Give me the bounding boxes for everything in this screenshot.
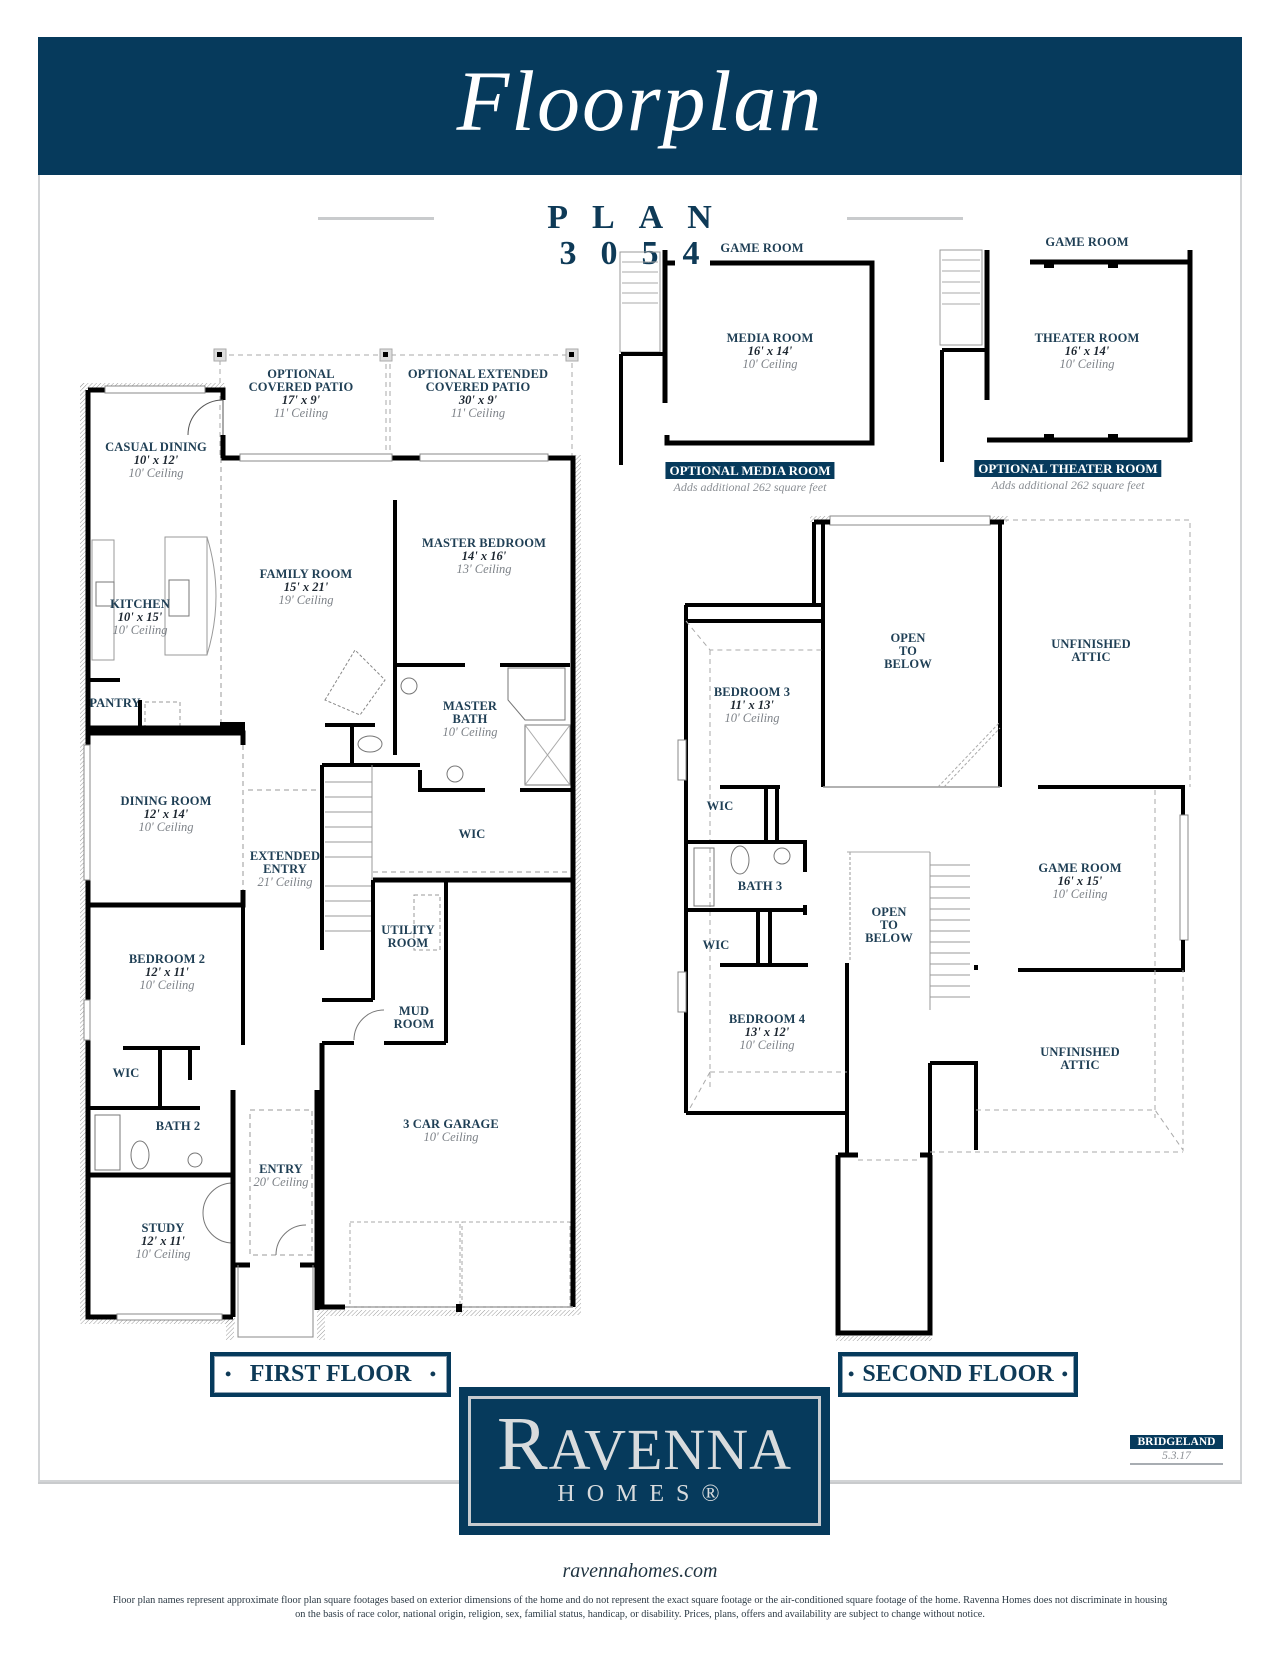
website-link[interactable]: ravennahomes.com [562,1560,718,1582]
room-master-bath: MASTER BATH 10' Ceiling [442,699,498,740]
room-master-bedroom: MASTER BEDROOM 14' x 16' 13' Ceiling [422,536,546,577]
media-game-room-label: GAME ROOM [720,241,804,255]
logo-brand: RAVENNA [496,1402,793,1486]
room-bedroom-4: BEDROOM 4 13' x 12' 10' Ceiling [728,1012,806,1053]
room-bedroom-4-wic: WIC [702,938,730,952]
room-bath-3: BATH 3 [737,879,783,893]
plan-heading: PLAN 3054 [318,200,963,272]
room-bedroom-2: BEDROOM 2 12' x 11' 10' Ceiling [128,952,206,993]
room-open-to-below-upper: OPEN TO BELOW [884,631,932,672]
logo-sub: HOMES® [557,1481,732,1507]
bullet-icon: • [848,1364,855,1384]
room-entry: ENTRY 20' Ceiling [253,1162,309,1190]
first-floor-plan [80,348,581,1340]
second-floor-plan [677,515,1191,1341]
room-game-room: GAME ROOM 16' x 15' 10' Ceiling [1038,861,1122,902]
optional-media-room-note: Adds additional 262 square feet [673,480,827,494]
room-bedroom-3: BEDROOM 3 11' x 13' 10' Ceiling [713,685,791,726]
first-floor-label: • FIRST FLOOR • [210,1352,451,1397]
optional-media-room-tag: OPTIONAL MEDIA ROOM [665,462,835,479]
room-optional-extended-covered-patio: OPTIONAL EXTENDED COVERED PATIO 30' x 9'… [407,367,549,421]
first-floor-label-text: FIRST FLOOR [249,1361,412,1387]
divider-left [318,217,434,220]
optional-theater-room-tag: OPTIONAL THEATER ROOM [974,460,1162,477]
room-family-room: FAMILY ROOM 15' x 21' 19' Ceiling [259,567,353,608]
header-banner: Floorplan [38,37,1242,175]
plan-number: PLAN 3054 [547,199,736,272]
room-unfinished-attic-lower: UNFINISHED ATTIC [1040,1045,1120,1073]
theater-game-room-label: GAME ROOM [1045,235,1129,249]
ravenna-homes-logo: RAVENNA HOMES® [459,1387,830,1535]
plan-date: 5.3.17 [1130,1449,1223,1465]
optional-rooms-plans [619,249,1193,465]
room-mud-room: MUD ROOM [393,1004,435,1032]
room-optional-covered-patio: OPTIONAL COVERED PATIO 17' x 9' 11' Ceil… [248,367,354,421]
room-bath-2: BATH 2 [155,1119,201,1133]
page-title: Floorplan [456,53,824,149]
bottom-rule-left [38,1482,459,1484]
room-extended-entry: EXTENDED ENTRY 21' Ceiling [249,849,321,890]
room-unfinished-attic-upper: UNFINISHED ATTIC [1051,637,1131,665]
divider-right [847,217,963,220]
room-pantry: PANTRY [89,696,141,710]
room-open-to-below-lower: OPEN TO BELOW [865,905,913,946]
community-tag: BRIDGELAND 5.3.17 [1130,1435,1223,1465]
room-3-car-garage: 3 CAR GARAGE 10' Ceiling [403,1117,499,1145]
optional-theater-room-note: Adds additional 262 square feet [991,478,1145,492]
second-floor-label: • SECOND FLOOR • [838,1352,1078,1397]
bullet-icon: • [429,1364,436,1384]
second-floor-label-text: SECOND FLOOR [862,1361,1054,1387]
room-master-wic: WIC [458,827,486,841]
room-theater-room: THEATER ROOM 16' x 14' 10' Ceiling [1034,331,1140,372]
community-name: BRIDGELAND [1130,1435,1223,1449]
bullet-icon: • [225,1364,232,1384]
room-study: STUDY 12' x 11' 10' Ceiling [135,1221,191,1262]
room-utility-room: UTILITY ROOM [381,923,435,951]
room-casual-dining: CASUAL DINING 10' x 12' 10' Ceiling [105,440,207,481]
bullet-icon: • [1061,1364,1068,1384]
room-media-room: MEDIA ROOM 16' x 14' 10' Ceiling [726,331,814,372]
bottom-rule-right [830,1482,1242,1484]
room-bedroom-2-wic: WIC [112,1066,140,1080]
room-bedroom-3-wic: WIC [706,799,734,813]
room-dining-room: DINING ROOM 12' x 14' 10' Ceiling [120,794,212,835]
disclaimer-text: Floor plan names represent approximate f… [112,1595,1168,1620]
room-kitchen: KITCHEN 10' x 15' 10' Ceiling [110,597,170,638]
